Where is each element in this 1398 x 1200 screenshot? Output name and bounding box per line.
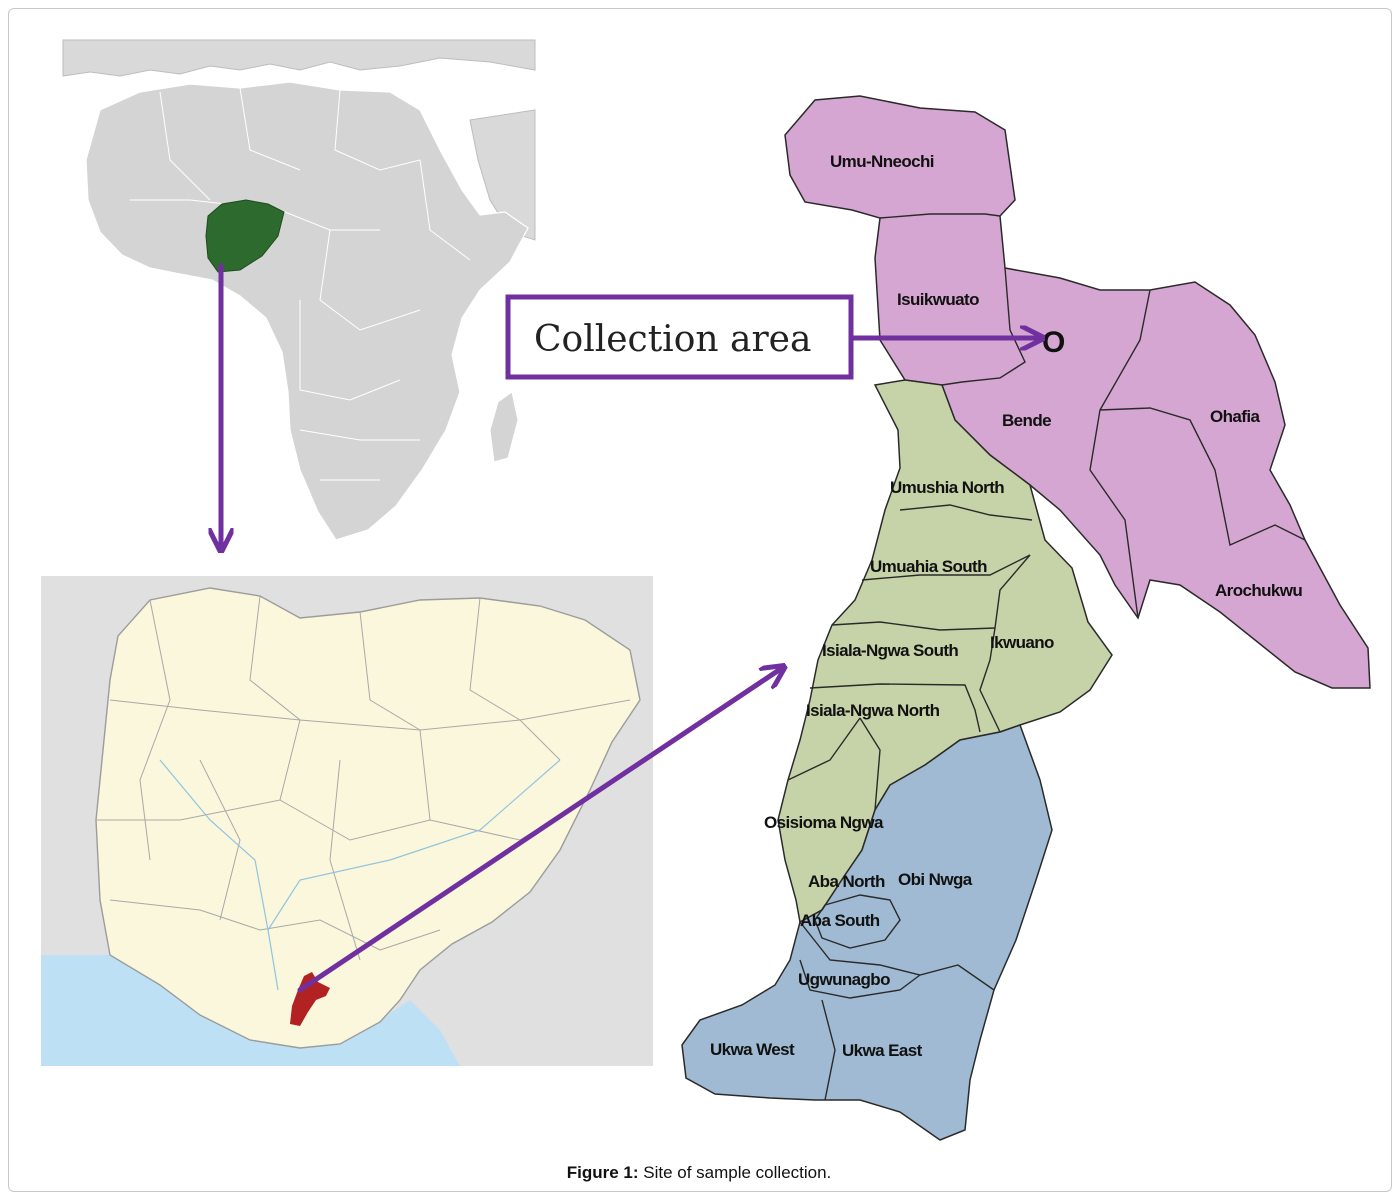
- nigeria-land: [95, 587, 641, 1049]
- nigeria-map: [41, 576, 653, 1066]
- collection-point-marker: O: [1042, 326, 1065, 359]
- label-umuahia-south: Umuahia South: [870, 557, 987, 576]
- label-aba-south: Aba South: [800, 911, 880, 930]
- label-isiala-ngwa-north: Isiala-Ngwa North: [806, 701, 940, 720]
- label-umu-nneochi: Umu-Nneochi: [830, 152, 934, 171]
- nigeria-highlight: [205, 199, 285, 273]
- label-isuikwuato: Isuikwuato: [897, 290, 979, 309]
- label-osisioma-ngwa: Osisioma Ngwa: [764, 813, 884, 832]
- label-arochukwu: Arochukwu: [1215, 581, 1302, 600]
- figure-caption-text: Site of sample collection.: [638, 1163, 832, 1182]
- collection-area-callout: Collection area: [505, 294, 854, 380]
- abia-state-map: Umu-Nneochi Isuikwuato Bende Ohafia Aroc…: [681, 95, 1371, 1141]
- label-aba-north: Aba North: [808, 872, 885, 891]
- label-ohafia: Ohafia: [1210, 407, 1260, 426]
- abia-highlight: [290, 972, 330, 1026]
- label-ugwunagbo: Ugwunagbo: [798, 970, 890, 989]
- label-ukwa-west: Ukwa West: [710, 1040, 795, 1059]
- label-bende: Bende: [1002, 411, 1051, 430]
- africa-map: [62, 38, 536, 554]
- label-umuahia-north: Umushia North: [890, 478, 1004, 497]
- figure-label: Figure 1:: [566, 1163, 639, 1182]
- label-ukwa-east: Ukwa East: [842, 1041, 923, 1060]
- arrow-nigeria-to-abia: [297, 668, 782, 993]
- south-zone: [681, 724, 1053, 1141]
- label-obi-ngwa: Obi Nwga: [898, 870, 973, 889]
- figure-caption: Figure 1: Site of sample collection.: [0, 1163, 1398, 1183]
- collection-area-label: Collection area: [534, 319, 811, 360]
- label-isiala-ngwa-south: Isiala-Ngwa South: [822, 641, 958, 660]
- label-ikwuano: Ikwuano: [990, 633, 1054, 652]
- arrows: [221, 263, 1040, 993]
